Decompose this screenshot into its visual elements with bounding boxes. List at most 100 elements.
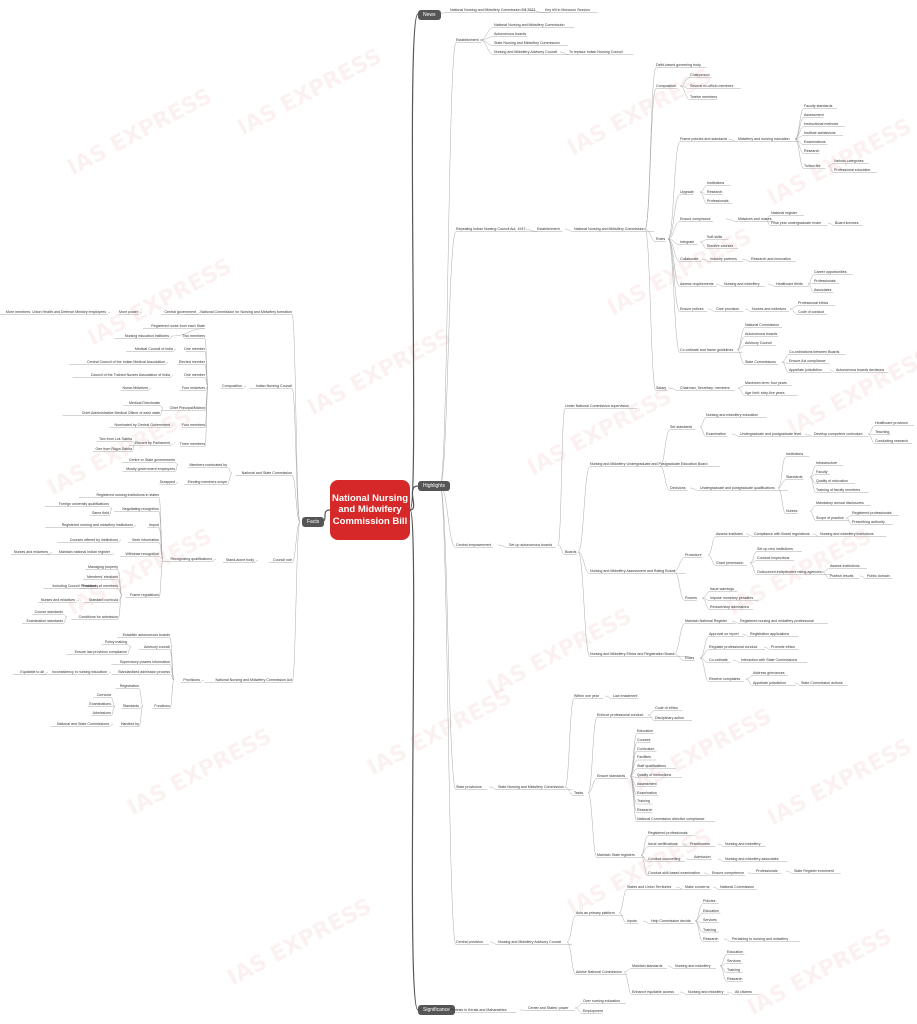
node-facts-parl-items-0[interactable]: Two from Lok Sabha xyxy=(99,437,132,441)
node-highlights-std-items-3[interactable]: Training of faculty members xyxy=(816,488,861,492)
node-highlights-publish[interactable]: Publish results xyxy=(830,574,854,578)
node-highlights-help-items-3[interactable]: Training xyxy=(703,927,716,932)
node-highlights-frame-items-1[interactable]: Assessment xyxy=(804,113,824,117)
node-facts-three[interactable]: Three members xyxy=(179,442,205,446)
node-facts-chief[interactable]: Chief Principal/Matron xyxy=(169,406,205,410)
node-facts-handled[interactable]: Handled by xyxy=(120,722,139,726)
node-facts-std-items-0[interactable]: Curricula xyxy=(96,693,111,697)
node-highlights-std-list-3[interactable]: Facilities xyxy=(637,755,651,760)
node-highlights-assessb[interactable]: Nursing and Midwifery Assessment and Rat… xyxy=(590,569,675,573)
node-facts-std-items-1[interactable]: Examinations xyxy=(89,702,111,706)
node-highlights-statecomm[interactable]: State Commissions xyxy=(745,360,776,364)
node-facts-two[interactable]: Two members xyxy=(182,334,205,338)
node-highlights-collab[interactable]: Collaborate xyxy=(680,257,699,261)
node-facts-establish[interactable]: Establish autonomous boards xyxy=(122,633,170,637)
node-highlights-industry[interactable]: Industry partners xyxy=(710,257,737,261)
node-facts-frame-reg[interactable]: Frame regulations xyxy=(130,593,159,597)
node-highlights-receive[interactable]: Receive complaints xyxy=(709,677,741,681)
node-highlights-make[interactable]: Make concerns xyxy=(685,885,710,889)
node-highlights-est-items-1[interactable]: Autonomous boards xyxy=(494,32,527,36)
node-highlights-hf-items-2[interactable]: Associates xyxy=(814,288,832,292)
node-highlights-integrate-items-0[interactable]: Soft skills xyxy=(707,235,723,239)
node-highlights-final[interactable]: Final year undergraduate exam xyxy=(771,221,821,225)
node-highlights-std-list-2[interactable]: Curriculum xyxy=(637,746,655,751)
node-highlights-setstd-items-0[interactable]: Nursing and midwifery education xyxy=(706,413,759,417)
node-highlights-nnmc[interactable]: National Nursing and Midwifery Commissio… xyxy=(574,227,645,231)
node-highlights-std-items-1[interactable]: Faculty xyxy=(816,470,828,474)
node-highlights-care[interactable]: Care provision xyxy=(716,307,740,311)
node-facts-frame-items-0[interactable]: Members' elections xyxy=(87,575,118,579)
node-highlights-std-list-6[interactable]: Assessment xyxy=(637,781,657,786)
node-highlights-nurmid[interactable]: Nursing and midwifery xyxy=(725,842,761,846)
node-highlights-upgrade-items-2[interactable]: Professionals xyxy=(707,199,729,203)
node-highlights-autonomous[interactable]: Autonomous boards decisions xyxy=(836,368,885,372)
node-facts-chief-items-0[interactable]: Medical Directorate xyxy=(129,401,160,405)
node-highlights-chair[interactable]: Chairman, Secretary, members xyxy=(680,386,730,390)
node-highlights-powers-items-1[interactable]: Impose monetary penalties xyxy=(710,596,754,600)
node-significance-center[interactable]: Center and States' power xyxy=(528,1006,569,1010)
node-highlights-grant[interactable]: Grant permission xyxy=(716,561,744,565)
node-facts-one-b-item[interactable]: Council of the Trained Nurses Associatio… xyxy=(90,373,170,377)
node-facts-import[interactable]: Import xyxy=(148,523,159,527)
node-highlights-admission[interactable]: Admission xyxy=(694,855,711,859)
node-facts-state-body[interactable]: Stand-alone body xyxy=(225,558,254,562)
node-highlights-salary-items-1[interactable]: Age limit: sixty-five years xyxy=(745,391,785,395)
node-highlights-comp-items-0[interactable]: Chairperson xyxy=(690,73,710,77)
node-facts-recognizing[interactable]: Recognizing qualifications xyxy=(170,557,212,561)
node-highlights-ensure-std[interactable]: Ensure standards xyxy=(597,774,626,778)
node-highlights-comp[interactable]: Ensure competence xyxy=(712,871,744,875)
node-highlights-nmi[interactable]: Nursing and midwifery institutions xyxy=(820,532,874,536)
node-highlights-develop-items-0[interactable]: Healthcare provision xyxy=(875,421,908,425)
node-facts-inc[interactable]: Indian Nursing Council xyxy=(255,384,292,388)
node-facts-one-a[interactable]: One member xyxy=(184,347,205,351)
node-facts-composition[interactable]: Composition xyxy=(222,384,242,388)
node-facts-standardized[interactable]: Standardized admission process xyxy=(118,670,170,674)
node-highlights-board[interactable]: Board licenses xyxy=(835,221,859,225)
node-highlights-maintain[interactable]: Maintain National Register xyxy=(685,619,728,623)
node-highlights-scope[interactable]: Scope of practice xyxy=(816,516,844,520)
node-highlights-frame-items-2[interactable]: Instructional methods xyxy=(804,122,839,126)
node-highlights-salary-items-0[interactable]: Maximum term: four years xyxy=(745,381,787,385)
node-significance-items-1[interactable]: Employment xyxy=(583,1009,603,1013)
node-highlights-standards[interactable]: Standards xyxy=(786,475,803,479)
node-highlights-develop-items-1[interactable]: Teaching xyxy=(875,430,890,434)
node-highlights-procedure[interactable]: Procedure xyxy=(685,553,702,557)
node-highlights-coord-items-1[interactable]: Autonomous boards xyxy=(745,332,778,336)
node-highlights-frame-items-4[interactable]: Examinations xyxy=(804,140,826,144)
node-highlights-setup[interactable]: Set up autonomous boards xyxy=(509,543,553,547)
node-facts-frame-items-1[interactable]: Functions of members xyxy=(82,584,118,588)
node-highlights-assoc[interactable]: Nursing and midwifery associates xyxy=(725,857,779,861)
node-highlights-all[interactable]: All citizens xyxy=(735,990,752,994)
node-highlights-ensure[interactable]: Ensure compliance xyxy=(680,217,711,221)
node-highlights-std-list-1[interactable]: Courses xyxy=(637,737,651,742)
node-facts-supervisory[interactable]: Supervisory powers information xyxy=(119,660,170,664)
node-highlights-exam-conduct[interactable]: Conduct skill-based examination xyxy=(648,871,700,875)
node-highlights-regapps[interactable]: Registration applications xyxy=(750,632,790,636)
node-highlights-help-items-0[interactable]: Policies xyxy=(703,899,716,903)
node-highlights-help-items-2[interactable]: Services xyxy=(703,918,717,922)
node-facts-nominated[interactable]: Nominated by Central Government xyxy=(114,423,170,427)
node-highlights-prof-items-0[interactable]: Professional ethics xyxy=(798,301,829,305)
node-highlights-appellate[interactable]: Appellate jurisdiction xyxy=(789,368,822,372)
node-highlights-upgrade[interactable]: Upgrade xyxy=(680,190,694,194)
node-highlights-nurses[interactable]: Nurses and midwives xyxy=(752,307,787,311)
node-facts-standards[interactable]: Standards xyxy=(122,704,139,708)
node-facts-withdraw[interactable]: Withdraw recognition xyxy=(125,552,159,556)
node-highlights-state-items-0[interactable]: Co-ordinations between Boards xyxy=(789,350,840,354)
node-highlights-enforce[interactable]: Enforce professional conduct xyxy=(597,713,644,717)
node-highlights-ensure-pol[interactable]: Ensure polices xyxy=(680,307,704,311)
node-highlights-ugpglevel[interactable]: Undergraduate and postgraduate level xyxy=(740,432,802,436)
node-facts-neg-items-1[interactable]: Same field xyxy=(92,511,109,515)
node-highlights-std-list-7[interactable]: Examination xyxy=(637,790,657,795)
node-highlights-professionals[interactable]: Professionals xyxy=(756,869,778,873)
node-highlights-std-items-0[interactable]: Infrastructure xyxy=(816,461,838,465)
node-highlights-advise[interactable]: Advise National Commission xyxy=(576,970,622,974)
node-facts-nurses[interactable]: Nurses and midwives xyxy=(40,598,75,602)
node-facts-equitable[interactable]: Equitable to all xyxy=(20,670,44,674)
node-highlights-assess-inst[interactable]: Assess institutes xyxy=(716,532,743,536)
node-facts-four-item[interactable]: Nurse-Midwives xyxy=(122,386,148,390)
node-highlights-frame-items-0[interactable]: Faculty standards xyxy=(804,104,833,108)
node-highlights-est-items-2[interactable]: State Nursing and Midwifery Commission xyxy=(494,41,560,45)
node-highlights-boards[interactable]: Boards xyxy=(565,550,577,554)
node-facts-chief-items-1[interactable]: Chief Administrative Medical Officer of … xyxy=(81,411,160,415)
